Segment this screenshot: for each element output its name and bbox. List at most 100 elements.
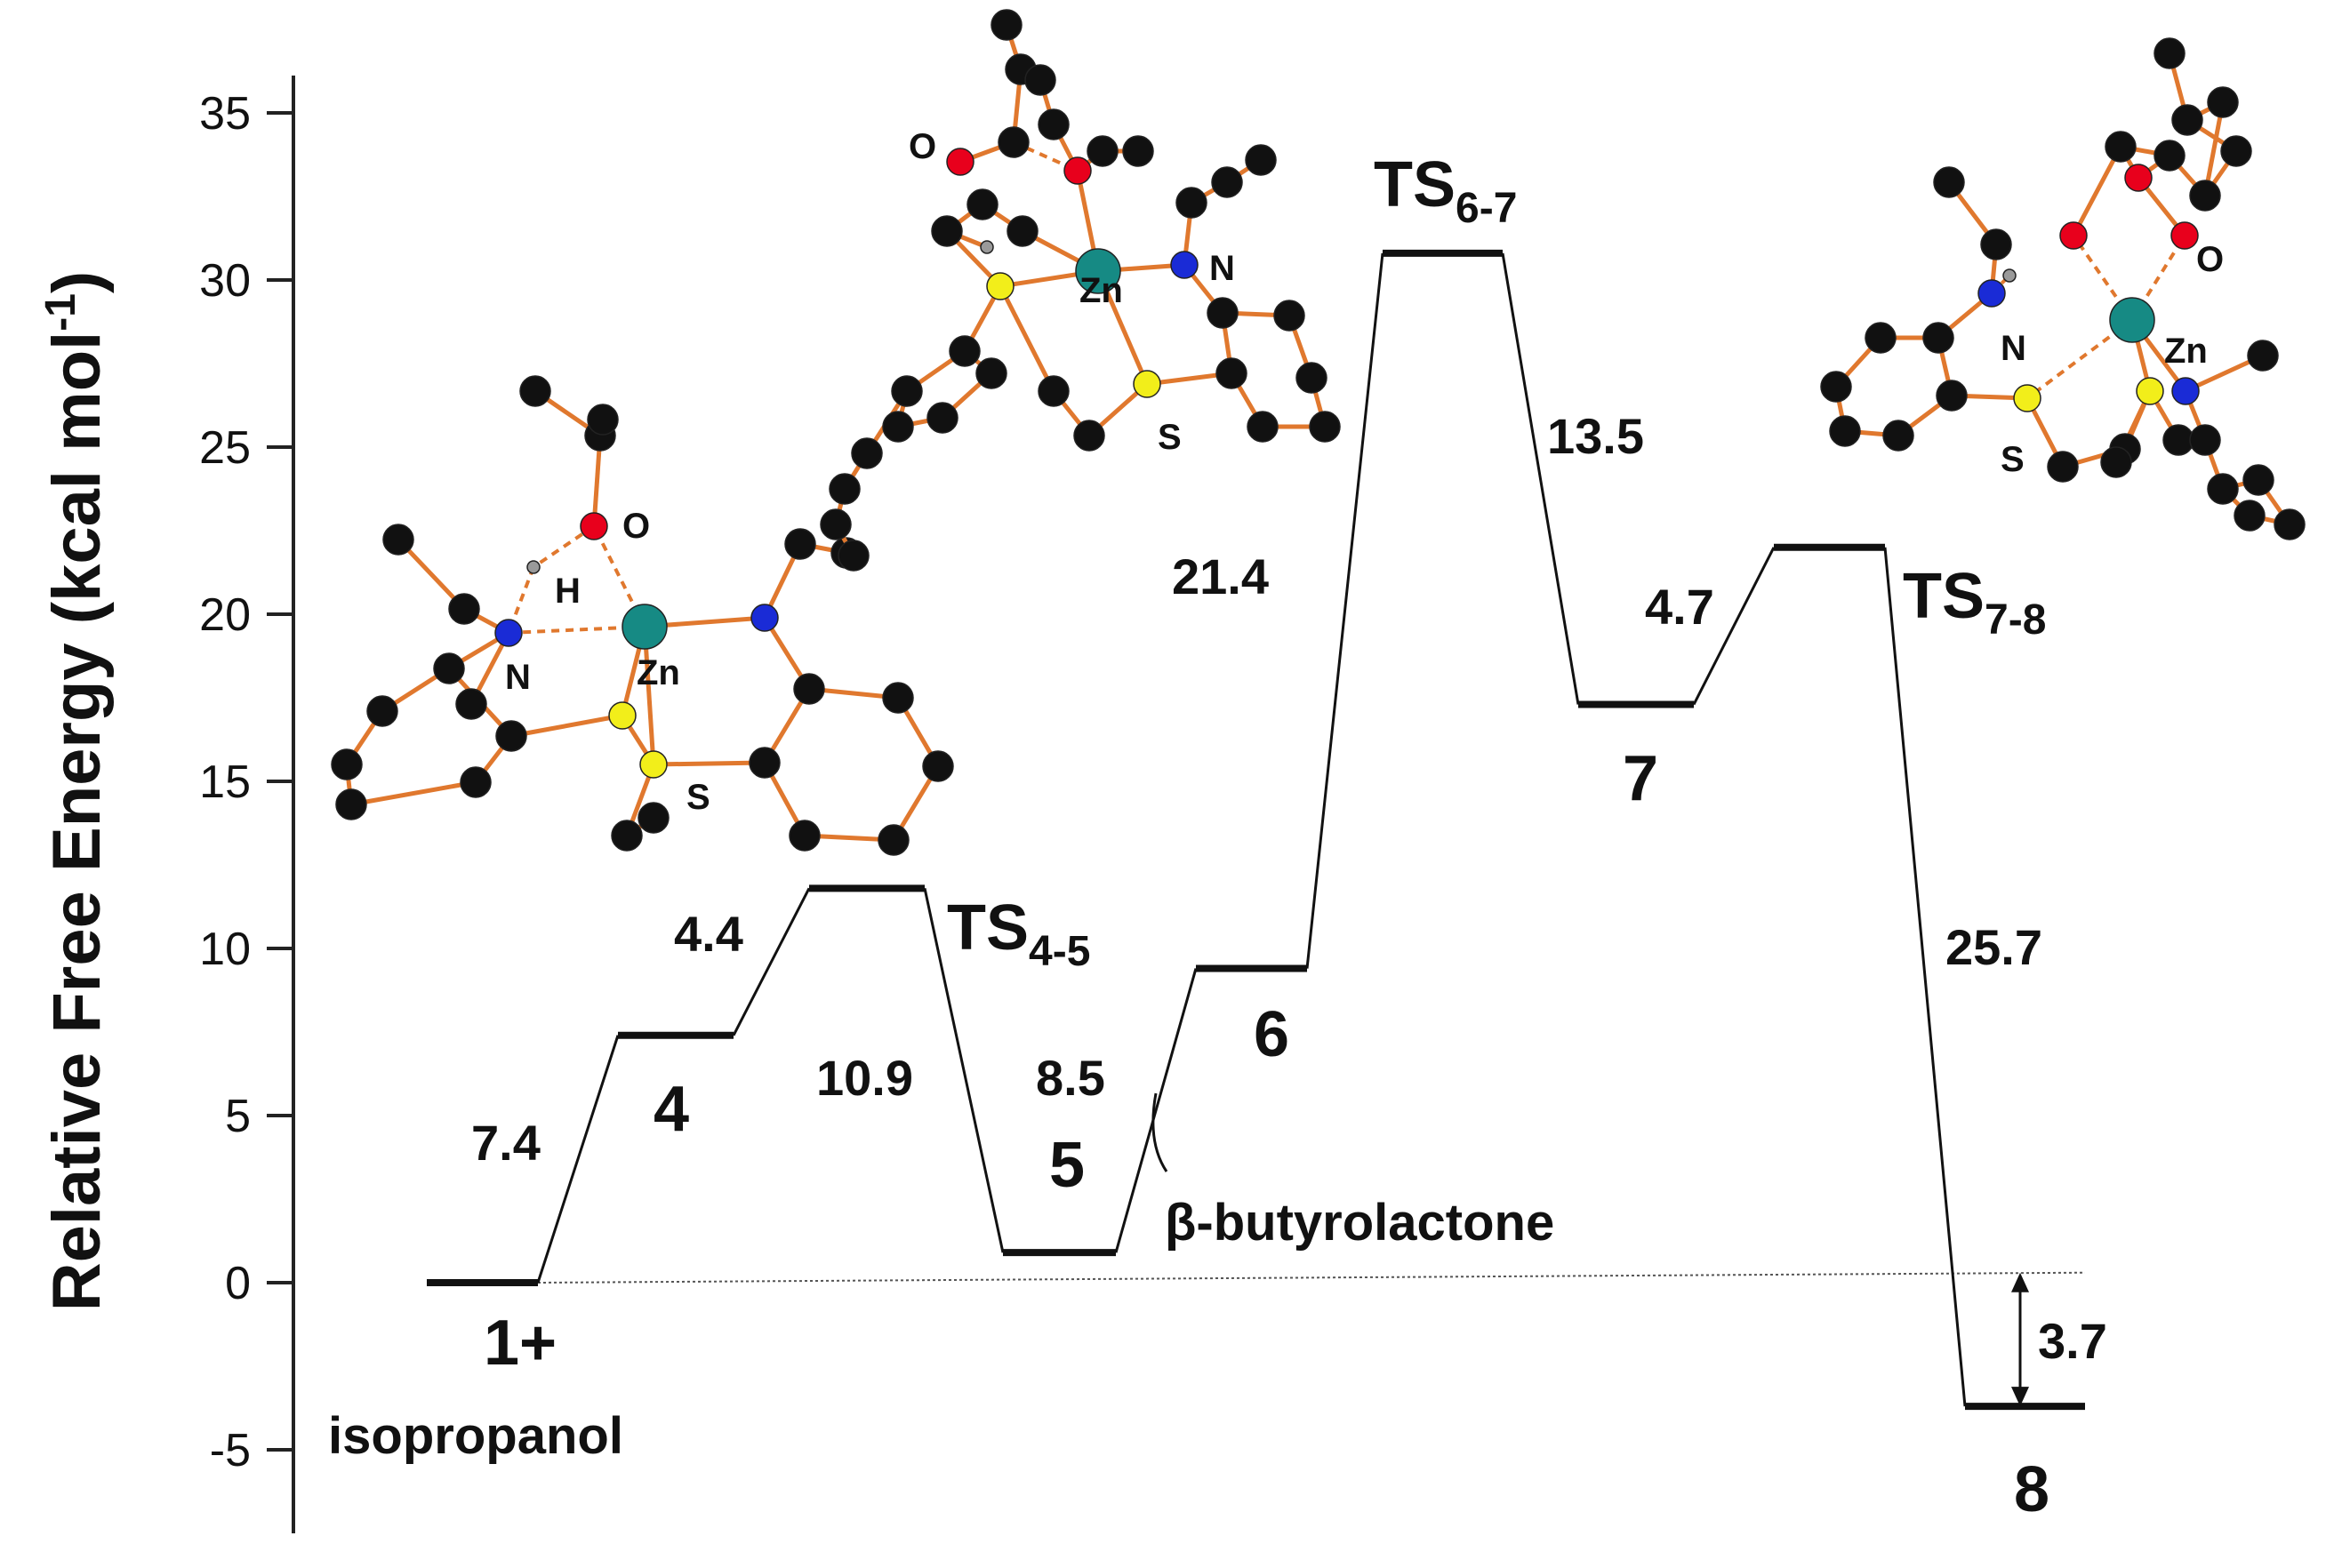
atom <box>2171 377 2200 405</box>
atom <box>2002 268 2017 283</box>
atom <box>851 437 883 469</box>
atom <box>1024 64 1056 96</box>
atom <box>1295 362 1327 394</box>
step-connector <box>536 1035 620 1284</box>
atom <box>838 540 870 572</box>
bond <box>998 284 1056 393</box>
bond <box>2202 101 2226 196</box>
atom <box>1170 251 1199 279</box>
atom <box>2274 508 2306 540</box>
atom-label-zn: Zn <box>637 653 680 692</box>
atom-label-zn: Zn <box>2164 332 2208 371</box>
atom <box>829 473 861 505</box>
atom <box>433 652 465 684</box>
step-connector <box>1114 968 1198 1253</box>
atom <box>448 593 480 625</box>
atom-label-o: O <box>2196 240 2224 279</box>
structure-ts78-illustration <box>1820 37 2306 540</box>
atom <box>1211 166 1243 198</box>
reagent-pointer <box>1151 1092 1168 1172</box>
gap-arrow-head-top <box>2011 1272 2029 1292</box>
y-tick-label: 30 <box>199 255 251 307</box>
step-connector <box>1692 547 1776 706</box>
atom <box>789 820 821 852</box>
state-label-4: 4 <box>654 1074 689 1145</box>
state-label-7: 7 <box>1623 743 1658 814</box>
y-tick-label: -5 <box>210 1425 251 1476</box>
atom <box>2189 424 2221 456</box>
atom <box>931 215 963 247</box>
bond <box>653 760 766 767</box>
atom <box>639 750 668 779</box>
y-tick-label: 20 <box>199 589 251 641</box>
state-label-1: 1+ <box>484 1308 557 1379</box>
atom <box>1829 415 1861 447</box>
atom <box>587 404 619 436</box>
y-axis-label: Relative Free Energy (kcal mol-1) <box>37 271 115 1311</box>
atom <box>750 604 779 632</box>
atom-label-n: N <box>2001 329 2026 368</box>
atom <box>2105 131 2137 163</box>
atom <box>1309 411 1341 443</box>
atom <box>638 802 670 834</box>
atom <box>519 375 551 407</box>
atom <box>1245 144 1277 176</box>
bond <box>397 538 466 611</box>
atom <box>382 524 414 556</box>
state-label-ts45: TS4-5 <box>947 892 1090 975</box>
atom <box>2013 384 2041 412</box>
zero-reference-line <box>537 1271 2086 1284</box>
atom <box>2124 164 2153 192</box>
atom <box>1865 322 1897 354</box>
state-label-5: 5 <box>1049 1130 1085 1201</box>
atom <box>1063 156 1092 185</box>
atom <box>793 673 825 705</box>
atom <box>991 9 1023 41</box>
y-tick-label: 25 <box>199 422 251 474</box>
atom <box>820 508 852 540</box>
atom <box>1133 370 1161 398</box>
atom-label-o: O <box>909 127 936 166</box>
atom <box>784 528 816 560</box>
structure-ts45-illustration <box>820 9 1341 572</box>
atom <box>1038 375 1070 407</box>
atom <box>1007 215 1039 247</box>
atom <box>526 560 541 574</box>
atom <box>366 695 398 727</box>
bond <box>642 626 656 765</box>
atom <box>922 750 954 782</box>
atom <box>1820 371 1852 403</box>
atom <box>1207 297 1239 329</box>
atom <box>998 126 1030 158</box>
dashed-bond <box>532 524 596 569</box>
atom <box>1273 300 1305 332</box>
atom <box>2220 135 2252 167</box>
state-label-ts78: TS7-8 <box>1903 561 2046 644</box>
state-label-isopropanol: isopropanol <box>328 1407 623 1465</box>
gap-arrow-head-bottom <box>2011 1387 2029 1407</box>
step-label-8: 25.7 <box>1945 919 2042 975</box>
bond <box>2071 145 2123 237</box>
atom <box>495 720 527 752</box>
atom <box>878 824 910 856</box>
reagent-label: β-butyrolactone <box>1165 1194 1554 1252</box>
step-label-3: 10.9 <box>816 1050 913 1106</box>
atom <box>2162 424 2194 456</box>
atom <box>460 766 492 798</box>
atom <box>2154 140 2186 172</box>
atom-label-h: H <box>555 572 581 611</box>
step-label-1: 7.4 <box>471 1115 541 1171</box>
state-label-6: 6 <box>1254 999 1289 1070</box>
atom <box>1936 380 1968 412</box>
atom <box>2059 221 2088 250</box>
atom <box>611 820 643 852</box>
energy-profile <box>427 249 2085 1411</box>
atom-label-o: O <box>622 507 650 546</box>
atom <box>1087 135 1119 167</box>
y-tick-label: 10 <box>199 924 251 975</box>
atom <box>335 788 367 820</box>
atom <box>2189 180 2221 212</box>
atom <box>2247 340 2279 372</box>
